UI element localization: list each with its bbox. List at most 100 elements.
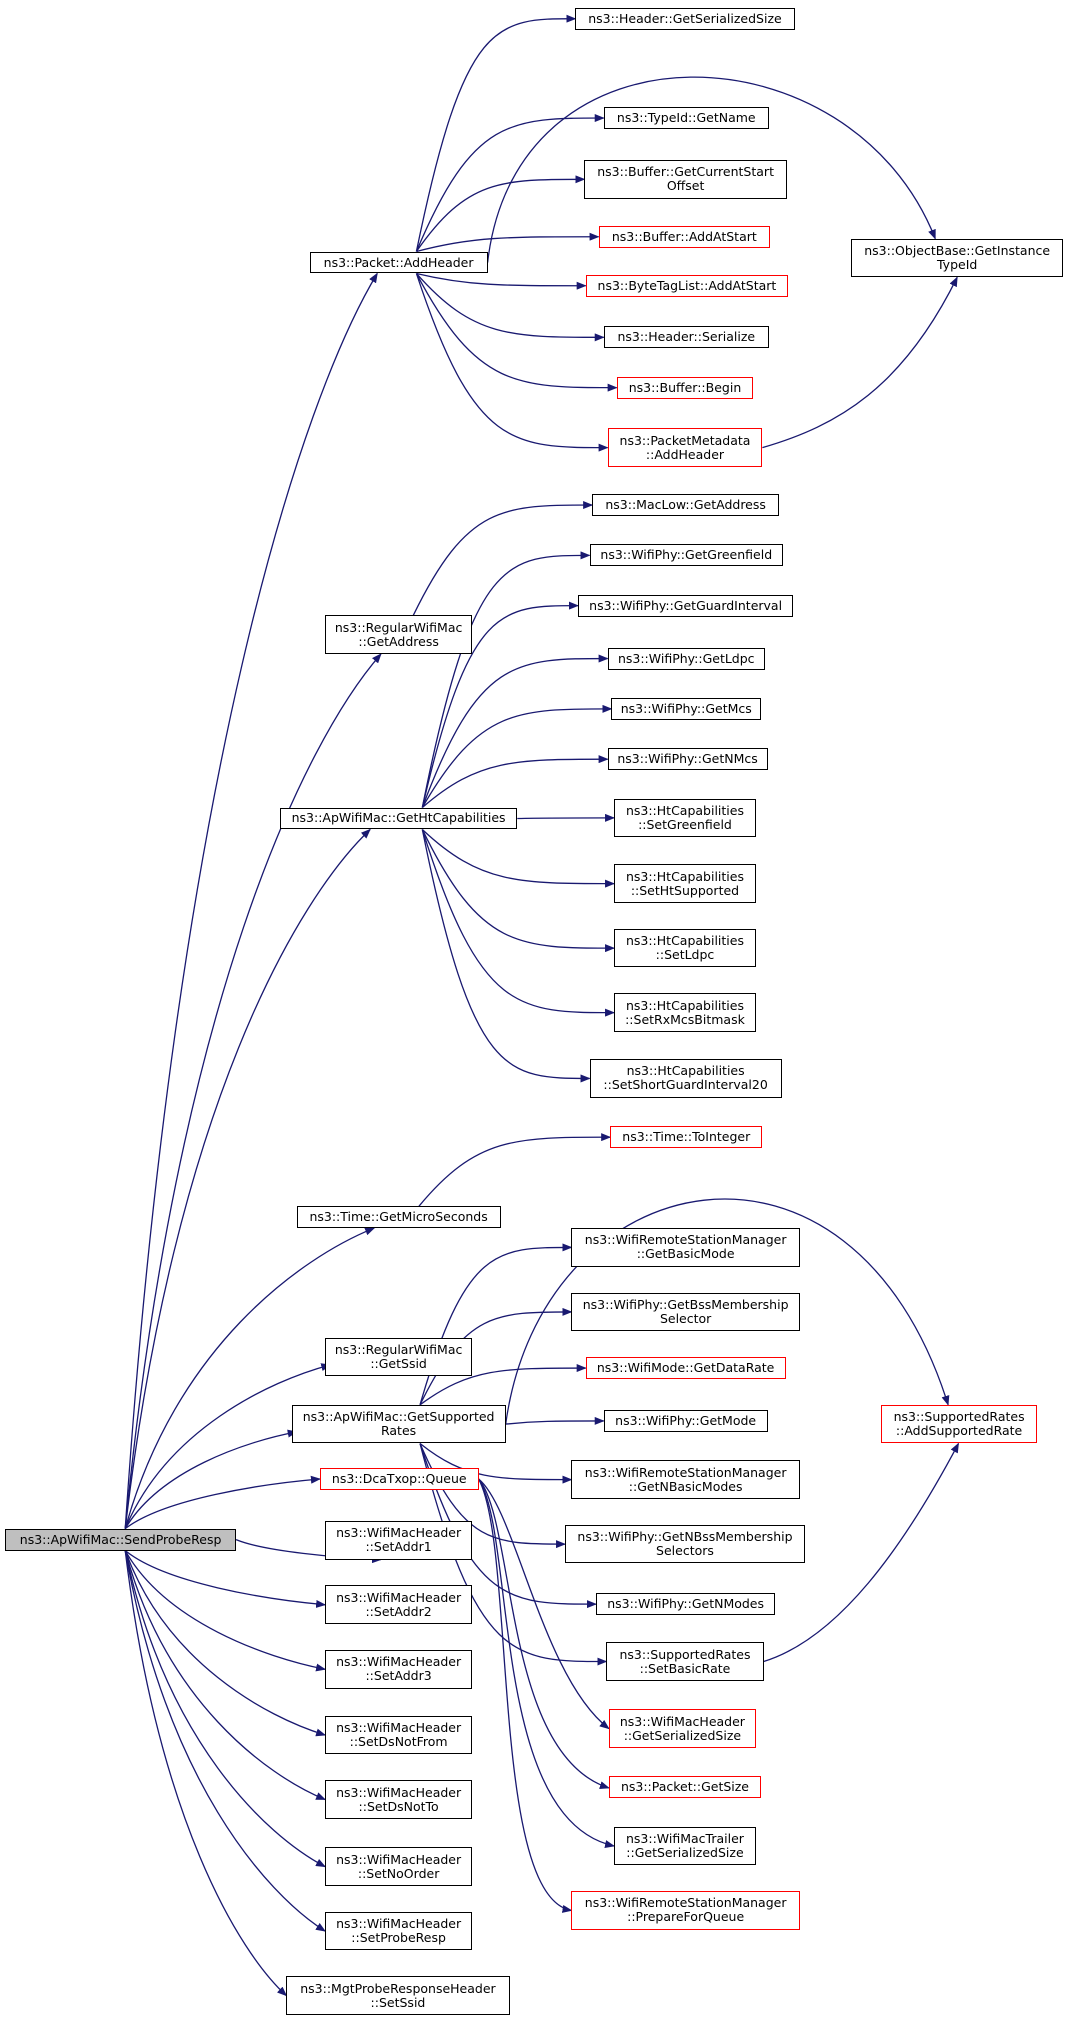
node-mode-rate[interactable]: ns3::WifiMode::GetDataRate [585,1357,786,1379]
node-ht-ldpc[interactable]: ns3::HtCapabilities ::SetLdpc [614,928,756,968]
node-ht-short[interactable]: ns3::HtCapabilities ::SetShortGuardInter… [589,1059,782,1098]
edge-htCap-to-phyGreen [421,551,591,808]
edge-send-to-probeResp [124,1550,326,1932]
edge-suppRates-to-phyNModes [419,1443,597,1609]
edge-addHeader-to-typeName [415,114,605,252]
edge-addHeader-to-btlAdd [416,272,587,290]
node-wmh-ser-size[interactable]: ns3::WifiMacHeader ::GetSerializedSize [608,1709,756,1748]
edge-send-to-dcaQueue [124,1475,321,1530]
edge-suppRates-to-rsmNBasic [419,1443,573,1484]
edge-send-to-addr3 [124,1550,327,1672]
edge-addHeader-to-hdrSerSize [415,14,577,252]
edge-addHeader-to-bufBegin [415,273,618,392]
edge-htCap-to-phyNMcs [421,755,609,809]
edge-addHeader-to-hdrSer [415,273,605,342]
node-addr3[interactable]: ns3::WifiMacHeader ::SetAddr3 [325,1649,473,1689]
node-sr-basic[interactable]: ns3::SupportedRates ::SetBasicRate [606,1642,764,1681]
node-ds-not-to[interactable]: ns3::WifiMacHeader ::SetDsNotTo [325,1780,473,1819]
edge-send-to-rwmSsid [124,1363,332,1529]
edge-send-to-noOrder [124,1550,326,1868]
node-phy-n-mcs[interactable]: ns3::WifiPhy::GetNMcs [607,748,768,771]
node-time-to-int[interactable]: ns3::Time::ToInteger [610,1126,763,1149]
edge-dcaQueue-to-wmhSerSize [478,1478,610,1730]
node-pkt-size[interactable]: ns3::Packet::GetSize [608,1776,762,1799]
node-phy-n-modes[interactable]: ns3::WifiPhy::GetNModes [595,1593,776,1616]
node-dca-queue[interactable]: ns3::DcaTxop::Queue [319,1468,479,1490]
node-rwm-addr[interactable]: ns3::RegularWifiMac ::GetAddress [325,615,473,655]
node-trailer-size[interactable]: ns3::WifiMacTrailer ::GetSerializedSize [614,1826,756,1866]
node-ht-rx[interactable]: ns3::HtCapabilities ::SetRxMcsBitmask [614,993,756,1032]
edge-srBasic-to-srAdd [763,1442,960,1663]
node-phy-ldpc[interactable]: ns3::WifiPhy::GetLdpc [607,647,765,670]
node-addr2[interactable]: ns3::WifiMacHeader ::SetAddr2 [325,1585,473,1625]
edge-htCap-to-htLdpc [421,829,616,953]
node-phy-mode[interactable]: ns3::WifiPhy::GetMode [603,1409,768,1432]
edge-send-to-rwmAddr [124,653,382,1529]
node-rsm-n-basic[interactable]: ns3::WifiRemoteStationManager ::GetNBasi… [571,1460,800,1499]
edge-suppRates-to-rsmBasic [419,1243,573,1405]
node-hdr-ser[interactable]: ns3::Header::Serialize [603,326,769,349]
node-phy-guard[interactable]: ns3::WifiPhy::GetGuardInterval [577,594,794,617]
node-mgt-ssid[interactable]: ns3::MgtProbeResponseHeader ::SetSsid [286,1976,510,2015]
edge-send-to-suppRates [124,1429,298,1529]
edge-send-to-htCap [124,828,371,1529]
edge-addHeader-to-bufCur [415,175,586,252]
node-supp-rates[interactable]: ns3::ApWifiMac::GetSupported Rates [291,1404,506,1444]
edge-htCap-to-htShort [421,829,591,1083]
edge-send-to-timeMicro [124,1227,376,1529]
node-mac-low-addr[interactable]: ns3::MacLow::GetAddress [592,494,780,516]
edge-htCap-to-htGreen [517,813,616,822]
node-buf-add[interactable]: ns3::Buffer::AddAtStart [598,225,771,248]
node-send[interactable]: ns3::ApWifiMac::SendProbeResp [5,1528,237,1551]
node-no-order[interactable]: ns3::WifiMacHeader ::SetNoOrder [325,1847,473,1886]
node-rwm-ssid[interactable]: ns3::RegularWifiMac ::GetSsid [325,1337,473,1377]
node-type-name[interactable]: ns3::TypeId::GetName [603,107,769,129]
node-obj-base[interactable]: ns3::ObjectBase::GetInstance TypeId [851,238,1063,278]
node-add-header[interactable]: ns3::Packet::AddHeader [309,251,488,274]
edge-addHeader-to-bufAdd [416,232,600,253]
node-phy-mcs[interactable]: ns3::WifiPhy::GetMcs [611,697,762,720]
edge-dcaQueue-to-rsmPrep [478,1478,573,1913]
edge-suppRates-to-srAdd [505,1198,950,1425]
node-buf-cur[interactable]: ns3::Buffer::GetCurrentStart Offset [584,159,787,199]
node-buf-begin[interactable]: ns3::Buffer::Begin [616,376,754,399]
edge-send-to-dsNotTo [124,1550,327,1801]
node-btl-add[interactable]: ns3::ByteTagList::AddAtStart [585,274,789,297]
edge-addHeader-to-pmAdd [415,273,609,452]
edge-pmAdd-to-objBase [762,276,958,449]
node-ht-green[interactable]: ns3::HtCapabilities ::SetGreenfield [614,798,756,838]
edge-htCap-to-htRx [421,829,616,1017]
node-ds-not-from[interactable]: ns3::WifiMacHeader ::SetDsNotFrom [325,1715,473,1755]
node-ht-supp[interactable]: ns3::HtCapabilities ::SetHtSupported [614,864,756,903]
node-time-micro[interactable]: ns3::Time::GetMicroSeconds [296,1206,501,1229]
edge-suppRates-to-modeRate [419,1364,587,1406]
edge-htCap-to-htSupp [421,828,616,888]
node-sr-add[interactable]: ns3::SupportedRates ::AddSupportedRate [881,1404,1038,1444]
edge-send-to-dsNotFrom [124,1550,327,1737]
edge-timeMicro-to-timeToInt [418,1133,612,1207]
node-phy-n-bss[interactable]: ns3::WifiPhy::GetNBssMembership Selector… [565,1524,805,1564]
node-addr1[interactable]: ns3::WifiMacHeader ::SetAddr1 [325,1520,473,1560]
edge-send-to-addr2 [124,1550,327,1608]
edge-htCap-to-phyMcs [421,704,613,808]
edge-suppRates-to-phyMode [505,1416,605,1425]
node-phy-green[interactable]: ns3::WifiPhy::GetGreenfield [589,544,784,567]
edge-dcaQueue-to-pktSize [478,1478,610,1790]
edge-dcaQueue-to-trailerSize [478,1478,616,1848]
edge-htCap-to-phyGuard [421,601,579,808]
node-ht-cap[interactable]: ns3::ApWifiMac::GetHtCapabilities [279,807,518,830]
edge-suppRates-to-srBasic [419,1443,608,1666]
node-phy-bss[interactable]: ns3::WifiPhy::GetBssMembership Selector [571,1292,800,1332]
node-rsm-basic[interactable]: ns3::WifiRemoteStationManager ::GetBasic… [571,1228,800,1267]
node-probe-resp[interactable]: ns3::WifiMacHeader ::SetProbeResp [325,1911,473,1951]
edge-send-to-addHeader [124,272,378,1529]
edge-rwmAddr-to-macLowAddr [412,501,594,616]
node-hdr-ser-size[interactable]: ns3::Header::GetSerializedSize [575,7,795,30]
node-pm-add[interactable]: ns3::PacketMetadata ::AddHeader [607,428,763,467]
edge-send-to-mgtSsid [124,1550,288,1997]
edge-htCap-to-phyLdpc [421,654,609,808]
node-rsm-prep[interactable]: ns3::WifiRemoteStationManager ::PrepareF… [571,1891,800,1930]
edge-addHeader-to-objBase [486,76,936,263]
